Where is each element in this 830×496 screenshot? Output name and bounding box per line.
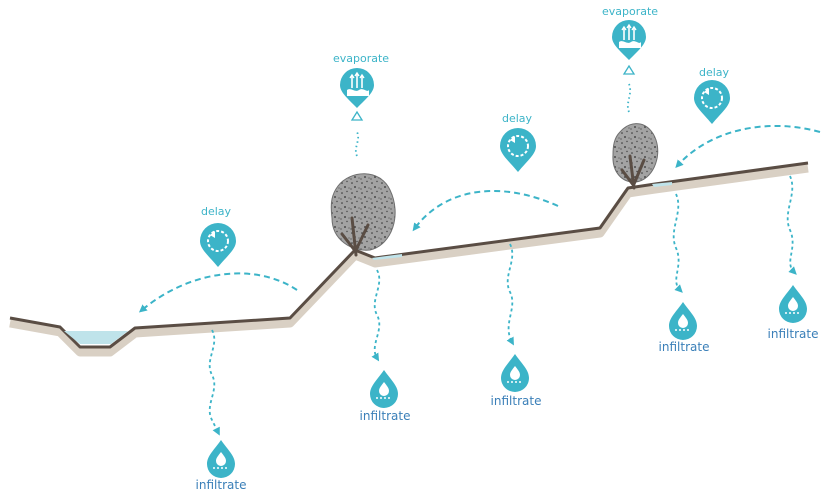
flow-arrow-middle: [412, 190, 559, 232]
infiltration-flows: [208, 175, 797, 436]
infiltrate-icon: [501, 354, 529, 392]
evap-triangle-left: [350, 110, 364, 121]
infiltrate-path-2: [371, 269, 381, 362]
flow-arrow-right: [675, 124, 821, 168]
infiltrate-label-5: infiltrate: [767, 327, 819, 341]
infiltrate-label-2: infiltrate: [359, 409, 411, 423]
infiltrate-label-1: infiltrate: [195, 478, 247, 492]
evaporate-label-left: evaporate: [332, 52, 390, 65]
infiltrate-icon: [370, 370, 398, 408]
pond-water-left: [64, 331, 128, 344]
infiltrate-label-4: infiltrate: [658, 340, 710, 354]
evaporate-icon: [612, 20, 646, 60]
evap-line-right: [626, 83, 632, 113]
infiltrate-path-3: [506, 243, 514, 346]
evap-line-left: [354, 131, 360, 157]
evaporate-icon: [340, 68, 374, 108]
evaporation-triangles: [350, 64, 636, 121]
evaporate-label-right: evaporate: [601, 5, 659, 18]
flow-arrow-left: [138, 272, 298, 313]
delay-label-left: delay: [200, 205, 232, 218]
pond-water-right: [652, 182, 672, 187]
infiltrate-icon: [207, 440, 235, 478]
delay-icon: [500, 128, 536, 172]
infiltrate-label-3: infiltrate: [490, 394, 542, 408]
pond-water-middle: [372, 254, 402, 260]
evaporation-lines: [354, 83, 632, 157]
delay-icon: [694, 80, 730, 124]
delay-label-middle: delay: [501, 112, 533, 125]
delay-flows: [138, 124, 821, 313]
rock-cluster-right: [612, 123, 659, 190]
delay-icon: [200, 223, 236, 267]
infiltrate-icon: [669, 302, 697, 340]
rock-cluster-middle: [330, 173, 396, 257]
delay-label-right: delay: [698, 66, 730, 79]
infiltrate-icon: [779, 285, 807, 323]
ground-band: [9, 163, 809, 357]
infiltrate-path-4: [672, 193, 683, 293]
evap-triangle-right: [622, 64, 636, 75]
infiltrate-path-5: [786, 175, 797, 275]
infiltrate-path-1: [208, 329, 220, 436]
